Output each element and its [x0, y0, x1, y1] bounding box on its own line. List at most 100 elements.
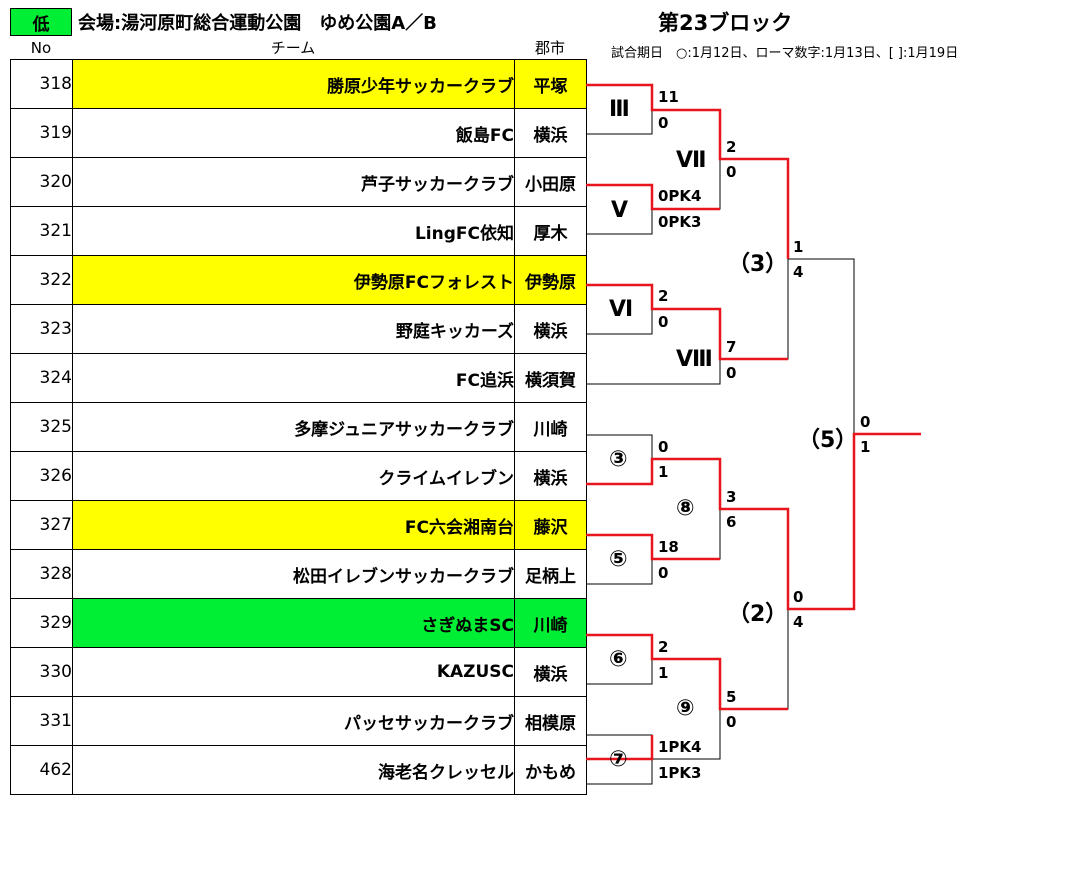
match-label-semi-3: （3） — [728, 252, 788, 277]
venue-label: 会場:湯河原町総合運動公園 ゆめ公園A／B — [78, 13, 437, 34]
match-label-q7: ⑦ — [609, 747, 628, 772]
score: 1 — [860, 438, 871, 456]
date-legend: 試合期日 ○:1月12日、ローマ数字:1月13日、[ ]:1月19日 — [611, 46, 959, 61]
match-label-7: Ⅶ — [676, 148, 707, 173]
team-name: KAZUSC — [72, 647, 515, 697]
team-number: 318 — [10, 59, 73, 109]
level-badge: 低 — [10, 8, 72, 36]
score: 1PK4 — [658, 738, 702, 756]
score: 1PK3 — [658, 764, 702, 782]
team-name: 伊勢原FCフォレスト — [72, 255, 515, 305]
team-city: 川崎 — [514, 598, 587, 648]
score: 18 — [658, 538, 679, 556]
team-name: パッセサッカークラブ — [72, 696, 515, 746]
team-number: 323 — [10, 304, 73, 354]
score: 6 — [726, 513, 737, 531]
score: 0 — [793, 588, 804, 606]
team-city: 小田原 — [514, 157, 587, 207]
team-name: 勝原少年サッカークラブ — [72, 59, 515, 109]
winner-path — [586, 735, 654, 761]
team-name: FC追浜 — [72, 353, 515, 403]
score: 0PK3 — [658, 213, 702, 231]
column-header-city: 郡市 — [534, 39, 565, 57]
score: 0PK4 — [658, 187, 702, 205]
score: 0 — [658, 114, 669, 132]
team-city: 横浜 — [514, 451, 587, 501]
match-label-q8: ⑧ — [676, 496, 695, 521]
score: 7 — [726, 338, 737, 356]
team-number: 327 — [10, 500, 73, 550]
team-number: 328 — [10, 549, 73, 599]
score: 1 — [658, 463, 669, 481]
team-number: 319 — [10, 108, 73, 158]
column-header-team: チーム — [270, 39, 316, 57]
score: 1 — [793, 238, 804, 256]
block-title: 第23ブロック — [658, 11, 793, 35]
match-label-q3: ③ — [609, 447, 628, 472]
team-city: 相模原 — [514, 696, 587, 746]
score: 2 — [726, 138, 737, 156]
score: 0 — [860, 413, 871, 431]
score: 0 — [658, 564, 669, 582]
team-city: 横浜 — [514, 108, 587, 158]
team-number: 322 — [10, 255, 73, 305]
match-label-semi-2: （2） — [728, 602, 788, 627]
team-name: 海老名クレッセル — [72, 745, 515, 795]
team-number: 325 — [10, 402, 73, 452]
match-label-6: Ⅵ — [609, 297, 634, 322]
score: 4 — [793, 613, 804, 631]
team-number: 321 — [10, 206, 73, 256]
team-city: かもめ — [514, 745, 587, 795]
score: 5 — [726, 688, 737, 706]
team-city: 伊勢原 — [514, 255, 587, 305]
winner-path — [586, 283, 788, 361]
winner-path — [586, 183, 720, 211]
score: 0 — [658, 313, 669, 331]
team-city: 足柄上 — [514, 549, 587, 599]
team-name: FC六会湘南台 — [72, 500, 515, 550]
team-number: 330 — [10, 647, 73, 697]
match-label-final-5: （5） — [798, 428, 858, 453]
score: 11 — [658, 88, 679, 106]
team-name: 多摩ジュニアサッカークラブ — [72, 402, 515, 452]
score: 0 — [726, 364, 737, 382]
team-city: 平塚 — [514, 59, 587, 109]
score: 4 — [793, 263, 804, 281]
match-label-8: Ⅷ — [676, 347, 713, 372]
score: 2 — [658, 638, 669, 656]
score: 0 — [726, 163, 737, 181]
winner-path — [586, 432, 921, 611]
score: 1 — [658, 664, 669, 682]
winner-path — [586, 633, 788, 711]
match-label-q5: ⑤ — [609, 547, 628, 572]
score: 0 — [658, 438, 669, 456]
score: 3 — [726, 488, 737, 506]
team-city: 藤沢 — [514, 500, 587, 550]
score: 0 — [726, 713, 737, 731]
team-number: 331 — [10, 696, 73, 746]
match-label-3: Ⅲ — [609, 97, 630, 122]
team-city: 厚木 — [514, 206, 587, 256]
match-label-q6: ⑥ — [609, 647, 628, 672]
team-city: 横浜 — [514, 304, 587, 354]
team-city: 横浜 — [514, 647, 587, 697]
team-name: 野庭キッカーズ — [72, 304, 515, 354]
match-label-q9: ⑨ — [676, 696, 695, 721]
team-name: さぎぬまSC — [72, 598, 515, 648]
team-name: 芦子サッカークラブ — [72, 157, 515, 207]
winner-path — [586, 533, 720, 561]
